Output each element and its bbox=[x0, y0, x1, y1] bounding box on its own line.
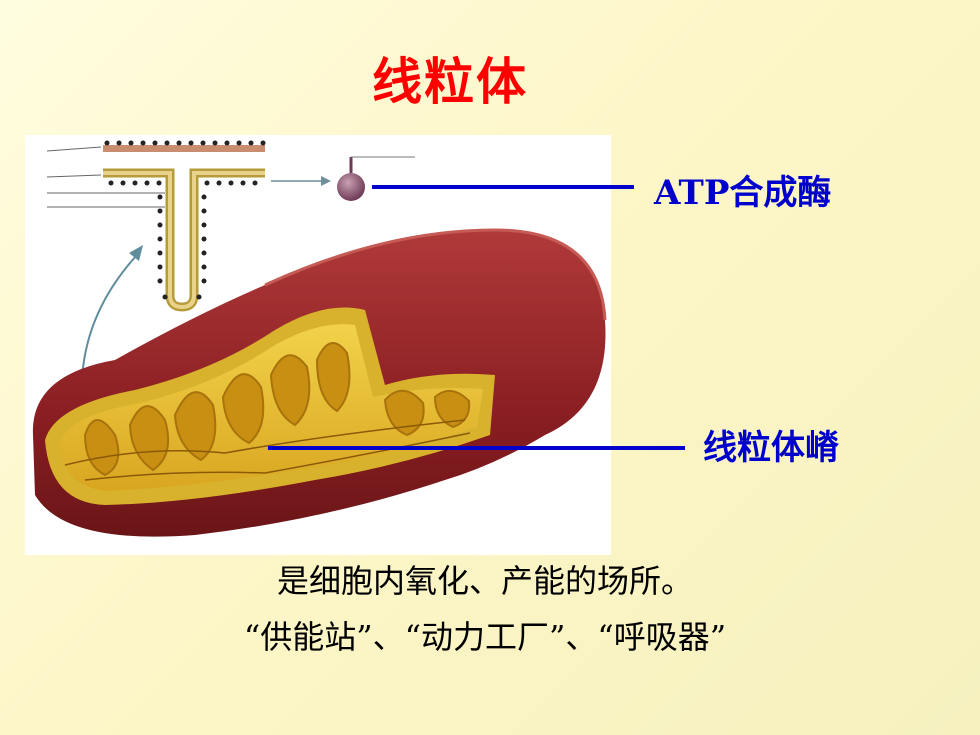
cristae-label: 线粒体嵴 bbox=[703, 428, 839, 468]
caption-line-1: 是细胞内氧化、产能的场所。 bbox=[276, 562, 693, 600]
cristae-leader-line bbox=[268, 446, 685, 450]
membrane-detail bbox=[46, 140, 415, 416]
slide-title: 线粒体 bbox=[372, 52, 528, 111]
atp-synthase-label: ATP合成酶 bbox=[654, 173, 832, 213]
mitochondrion-drawing bbox=[32, 140, 607, 537]
mitochondrion-illustration bbox=[25, 135, 611, 555]
atp-synthase-leader-line bbox=[372, 185, 634, 189]
caption-line-2: “供能站”、“动力工厂”、“呼吸器” bbox=[243, 618, 727, 656]
